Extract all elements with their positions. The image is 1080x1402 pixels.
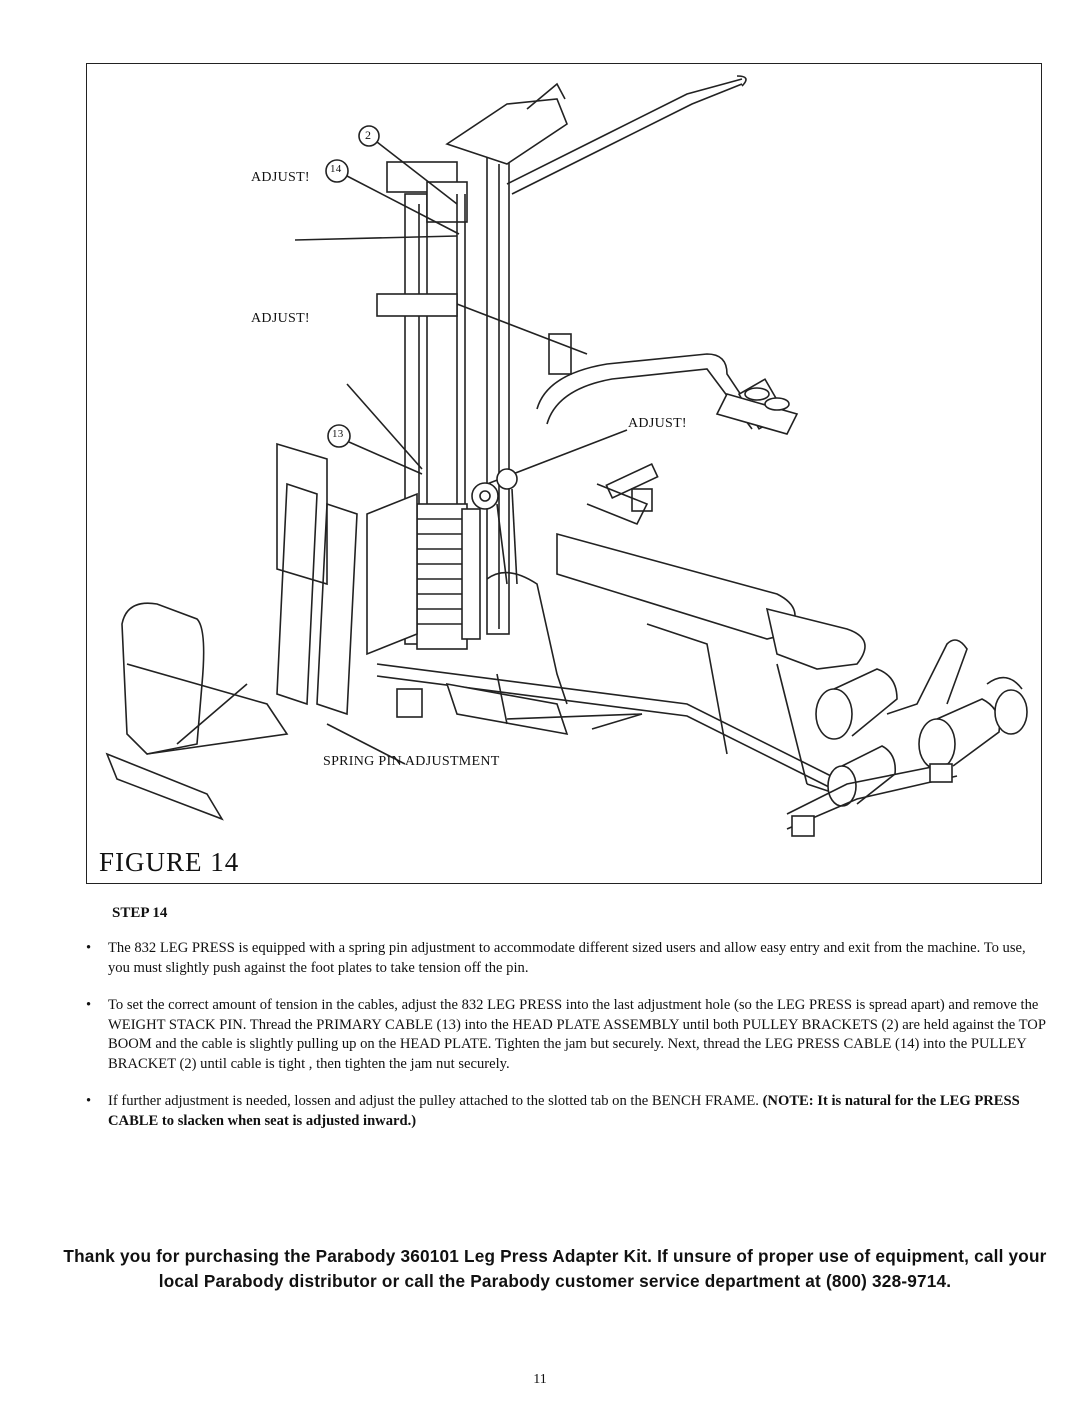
leg-press-foot-plates <box>276 442 418 716</box>
adjust-callout-3: ADJUST! <box>628 416 687 431</box>
spring-pin-callout: SPRING PIN ADJUSTMENT <box>323 754 500 769</box>
instruction-text: If further adjustment is needed, lossen … <box>108 1093 763 1109</box>
rear-handle-bars <box>586 387 799 526</box>
base-front-foot <box>786 763 958 837</box>
callout-number-13: 13 <box>332 428 344 440</box>
figure-title: FIGURE 14 <box>99 847 240 877</box>
instruction-list: • The 832 LEG PRESS is equipped with a s… <box>72 939 1047 1149</box>
instruction-text: The 832 LEG PRESS is equipped with a spr… <box>108 940 1026 976</box>
instruction-item: • If further adjustment is needed, losse… <box>72 1092 1047 1131</box>
leg-press-seat <box>105 602 289 821</box>
callout-markers <box>294 125 628 765</box>
leg-developer-rollers <box>815 639 1028 807</box>
bench <box>556 532 866 800</box>
adjust-callout-2: ADJUST! <box>251 311 310 326</box>
instruction-item: • The 832 LEG PRESS is equipped with a s… <box>72 939 1047 978</box>
figure-14-frame: ADJUST! ADJUST! ADJUST! SPRING PIN ADJUS… <box>86 63 1042 884</box>
bullet-marker: • <box>86 940 92 956</box>
page-number: 11 <box>533 1372 547 1387</box>
adjust-callout-1: ADJUST! <box>251 170 310 185</box>
leg-press-machine-illustration <box>105 75 1028 837</box>
pulley <box>471 468 568 705</box>
step-heading: STEP 14 <box>112 905 168 921</box>
instruction-text: To set the correct amount of tension in … <box>108 997 1046 1072</box>
instruction-note: (NOTE: It is natural for the LEG PRESS C… <box>108 1093 1020 1129</box>
weight-stack <box>416 503 481 650</box>
callout-number-14: 14 <box>330 163 342 175</box>
bullet-marker: • <box>86 997 92 1013</box>
base-frame <box>376 663 848 797</box>
thank-you-message: Thank you for purchasing the Parabody 36… <box>63 1246 1047 1291</box>
bullet-marker: • <box>86 1093 92 1109</box>
head-plate-top-boom <box>386 75 747 514</box>
instruction-item: • To set the correct amount of tension i… <box>72 996 1047 1074</box>
callout-number-2: 2 <box>365 128 372 142</box>
